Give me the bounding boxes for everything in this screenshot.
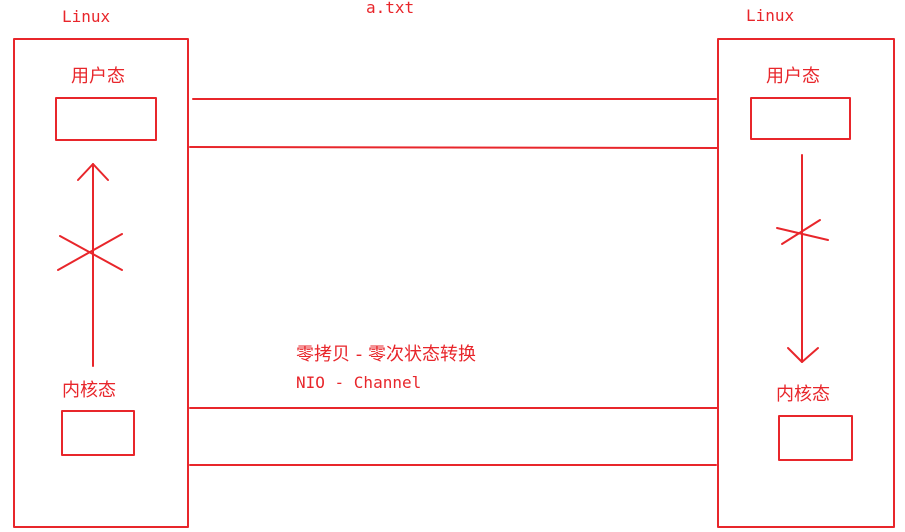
right-user-mode-label: 用户态: [766, 66, 820, 87]
left-user-mode-box: [55, 97, 157, 141]
right-machine-box: [717, 38, 895, 528]
right-kernel-mode-label: 内核态: [776, 384, 830, 405]
left-cross-mark: [57, 233, 123, 271]
left-user-mode-label: 用户态: [71, 66, 125, 87]
right-down-arrow: [787, 154, 819, 363]
top-channel-lower-line: [189, 146, 719, 149]
right-kernel-mode-box: [778, 415, 853, 461]
left-kernel-mode-label: 内核态: [62, 380, 116, 401]
zero-copy-note: 零拷贝 - 零次状态转换: [296, 344, 476, 365]
right-user-mode-box: [750, 97, 851, 140]
nio-channel-note: NIO - Channel: [296, 373, 422, 392]
left-machine-box: [13, 38, 189, 528]
left-kernel-mode-box: [61, 410, 135, 456]
file-label: a.txt: [366, 0, 415, 17]
left-up-arrow: [77, 163, 109, 367]
right-os-label: Linux: [746, 6, 795, 25]
right-cross-mark: [776, 219, 829, 245]
left-os-label: Linux: [62, 7, 111, 26]
